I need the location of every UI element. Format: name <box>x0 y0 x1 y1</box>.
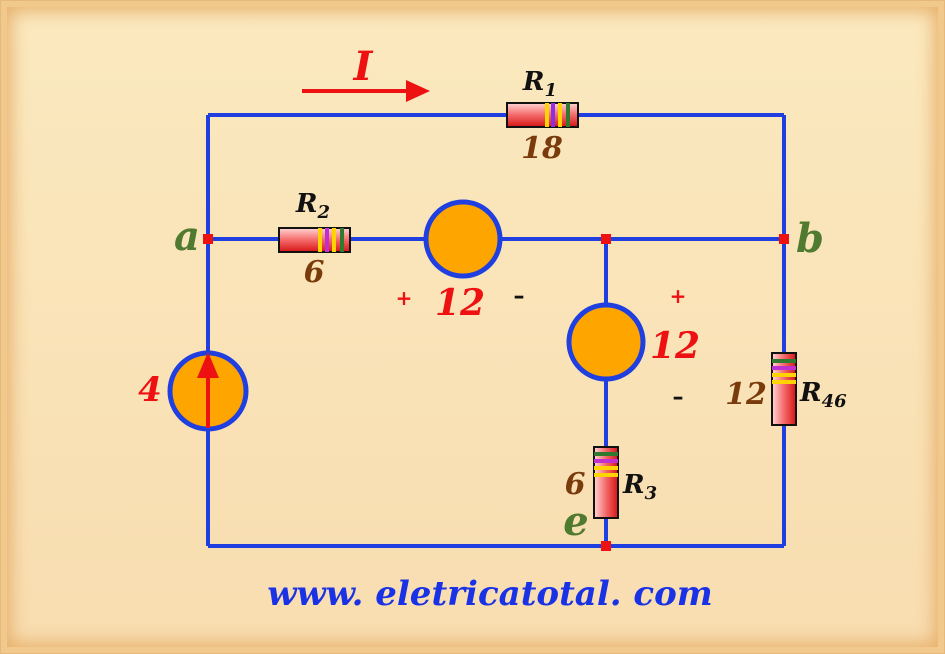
resistor-r3-name: R3 <box>622 470 657 504</box>
resistor-r3-value: 6 <box>565 467 586 502</box>
voltage-source-vertical <box>566 302 646 382</box>
node-a-dot <box>203 234 213 244</box>
node-b-label: b <box>796 215 824 262</box>
resistor-r3 <box>593 446 619 519</box>
voltage-source-vertical-value: 12 <box>650 325 700 367</box>
resistor-r1-name: R1 <box>522 67 557 101</box>
current-arrow <box>302 80 430 102</box>
voltage-source-vertical-minus: – <box>673 385 684 410</box>
voltage-source-horizontal-minus: – <box>514 284 525 309</box>
voltage-source-horizontal-value: 12 <box>435 282 485 324</box>
node-a-label: a <box>174 213 200 260</box>
wires <box>206 113 786 548</box>
resistor-r46-name: R46 <box>799 378 847 412</box>
resistor-r46-value: 12 <box>725 377 767 412</box>
voltage-source-vertical-plus: + <box>670 284 687 308</box>
node-e-label: e <box>563 498 588 545</box>
resistor-r46 <box>771 352 797 426</box>
website-label: www. eletricatotal. com <box>267 574 713 614</box>
node-b-dot <box>779 234 789 244</box>
current-source-value: 4 <box>138 370 162 410</box>
node-e-dot <box>601 541 611 551</box>
node-dots <box>203 234 789 551</box>
voltage-source-horizontal <box>423 199 503 279</box>
resistor-r2-value: 6 <box>304 255 325 290</box>
resistor-r2 <box>278 227 351 253</box>
resistor-r2-name: R2 <box>295 189 330 223</box>
resistor-r1 <box>506 102 579 128</box>
current-label: I <box>353 43 374 90</box>
resistor-r1-value: 18 <box>521 131 563 166</box>
current-source-arrow-icon <box>197 352 219 428</box>
voltage-source-horizontal-plus: + <box>396 286 413 310</box>
node-mid-dot <box>601 234 611 244</box>
